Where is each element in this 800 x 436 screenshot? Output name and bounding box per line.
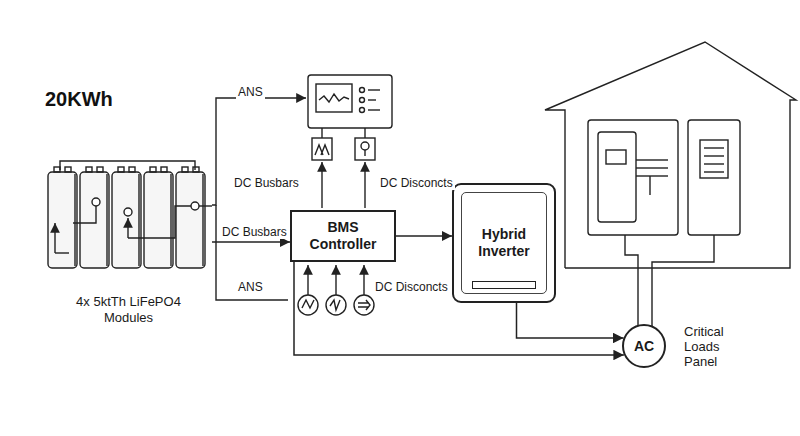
grille-line	[704, 147, 724, 148]
sensor-symbol	[358, 300, 370, 310]
sensor-wire	[321, 128, 322, 138]
node-text: Hybrid Inverter	[464, 226, 544, 260]
sensor-wire	[335, 265, 336, 295]
connector	[212, 241, 290, 243]
ans-wire	[212, 98, 306, 205]
connector	[396, 235, 452, 237]
sensor-wire	[364, 128, 365, 138]
grille-line	[704, 155, 724, 156]
monitor	[308, 75, 392, 128]
sensor-wire	[307, 265, 308, 295]
hybrid-inverter: Hybrid Inverter	[452, 183, 556, 303]
sensor-circle	[354, 295, 374, 315]
connector	[517, 303, 624, 338]
disconnect-symbol	[364, 150, 365, 156]
breaker	[606, 150, 626, 164]
disconnect-sensor	[355, 138, 375, 160]
grille-line	[704, 171, 724, 172]
battery-bank: 4x 5ktTh LiFePO4 Modules	[45, 158, 212, 326]
screen-wave	[319, 94, 349, 102]
inverter-slot	[472, 281, 536, 289]
panel-wire	[636, 159, 668, 160]
critical-panel-grille	[700, 140, 728, 178]
monitor-mark	[368, 99, 376, 100]
panel-wire	[636, 167, 668, 168]
signal-name: ANS	[236, 85, 265, 99]
critical-panel	[688, 120, 740, 235]
sensor-symbol	[302, 300, 314, 308]
main-panel	[588, 120, 678, 235]
edge-label: DC Busbars	[220, 225, 289, 239]
panel-wire	[636, 175, 668, 176]
node-text: AC	[634, 338, 654, 354]
monitor-dot	[360, 98, 365, 103]
bms-controller: BMS Controller	[290, 210, 396, 262]
house-outline	[545, 42, 796, 268]
node-text: BMS Controller	[298, 219, 388, 253]
busbar-symbol	[315, 145, 329, 155]
sensor-symbol	[330, 300, 340, 310]
monitor-dot	[360, 88, 365, 93]
monitor-dot	[360, 108, 365, 113]
main-panel-inner	[598, 132, 636, 222]
monitor-mark	[368, 109, 380, 110]
busbar-sensor	[312, 138, 332, 160]
sensor-circle	[298, 295, 318, 315]
ans-wire	[216, 205, 288, 300]
busbar-name: DC Busbars	[232, 176, 301, 190]
monitor-screen	[316, 84, 352, 112]
ac-circle: AC	[622, 324, 666, 368]
sensor-wire	[321, 162, 322, 208]
house-wire	[625, 235, 638, 326]
house-wire	[652, 235, 714, 326]
sensor-wire	[364, 162, 365, 208]
signal-name: ANS	[236, 280, 265, 294]
disconnect-name: DC Disconcts	[373, 280, 450, 294]
grille-line	[704, 163, 724, 164]
monitor-mark	[368, 89, 380, 90]
diagram-title: 20KWh	[45, 88, 113, 111]
disconnect-name: DC Disconcts	[378, 176, 455, 190]
panel-wire	[649, 176, 650, 195]
panel-name: Critical Loads Panel	[682, 324, 736, 369]
node-text: 4x 5ktTh LiFePO4 Modules	[45, 294, 212, 326]
sensor-circle	[326, 295, 346, 315]
disconnect-symbol	[361, 142, 369, 150]
sensor-wire	[363, 265, 364, 295]
